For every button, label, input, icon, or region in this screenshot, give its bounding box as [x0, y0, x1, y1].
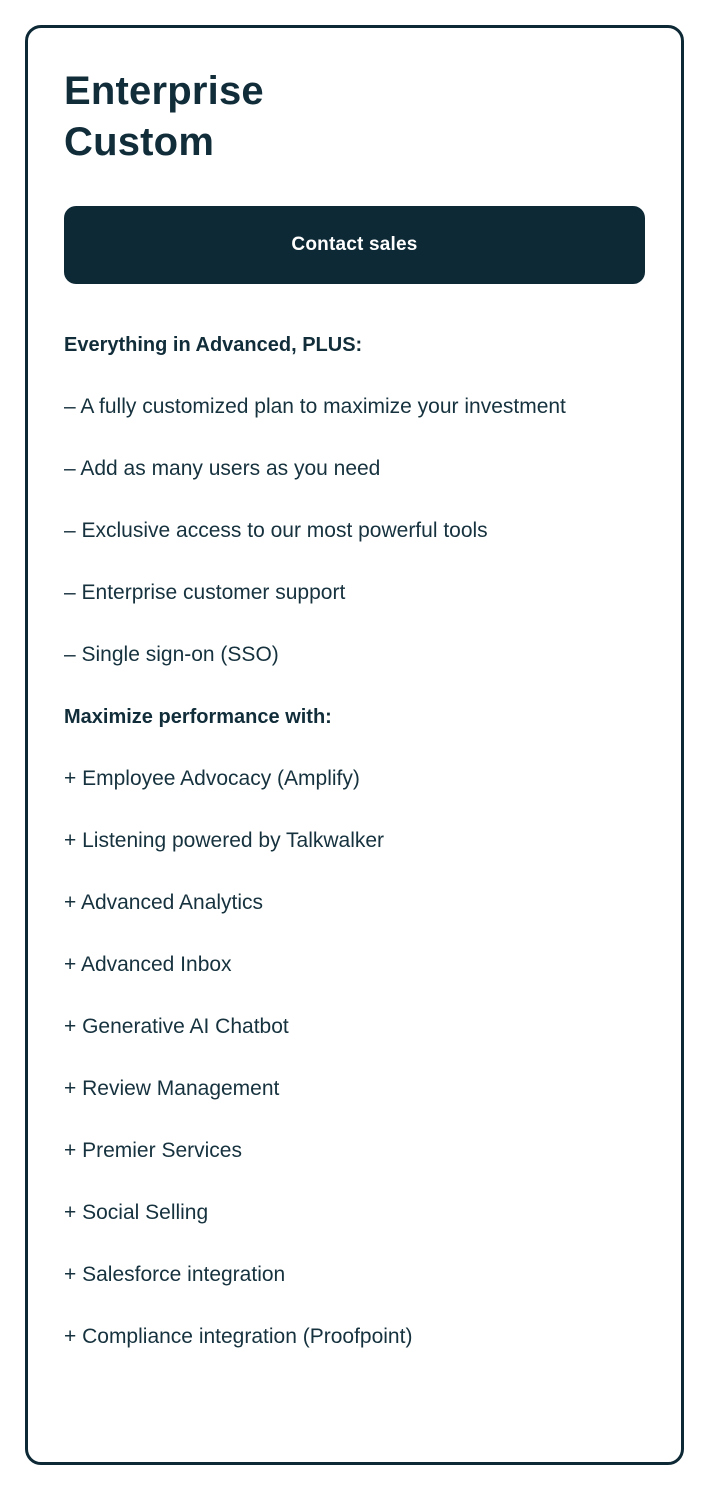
feature-item: + Compliance integration (Proofpoint) — [64, 1325, 413, 1348]
feature-item: + Advanced Analytics — [64, 891, 264, 914]
feature-item: + Social Selling — [64, 1201, 209, 1224]
section-heading-included: Everything in Advanced, PLUS: — [64, 334, 363, 356]
enterprise-plan-card: Enterprise Custom Contact sales Everythi… — [25, 25, 684, 1465]
feature-item: – Single sign-on (SSO) — [64, 643, 279, 666]
plan-title: Enterprise Custom — [64, 66, 645, 168]
feature-item: + Review Management — [64, 1077, 280, 1100]
feature-item: – Add as many users as you need — [64, 457, 381, 480]
feature-item: + Advanced Inbox — [64, 953, 232, 976]
feature-item: + Listening powered by Talkwalker — [64, 829, 385, 852]
feature-item: – Enterprise customer support — [64, 581, 346, 604]
feature-item: + Premier Services — [64, 1139, 242, 1162]
features-list: Everything in Advanced, PLUS: – A fully … — [64, 326, 645, 1356]
feature-item: – A fully customized plan to maximize yo… — [64, 395, 566, 418]
plan-title-line1: Enterprise — [64, 69, 264, 113]
plan-title-line2: Custom — [64, 120, 215, 164]
feature-item: + Salesforce integration — [64, 1263, 286, 1286]
section-heading-addons: Maximize performance with: — [64, 706, 332, 728]
contact-sales-button[interactable]: Contact sales — [64, 206, 645, 284]
feature-item: + Generative AI Chatbot — [64, 1015, 289, 1038]
feature-item: – Exclusive access to our most powerful … — [64, 519, 488, 542]
feature-item: + Employee Advocacy (Amplify) — [64, 767, 360, 790]
